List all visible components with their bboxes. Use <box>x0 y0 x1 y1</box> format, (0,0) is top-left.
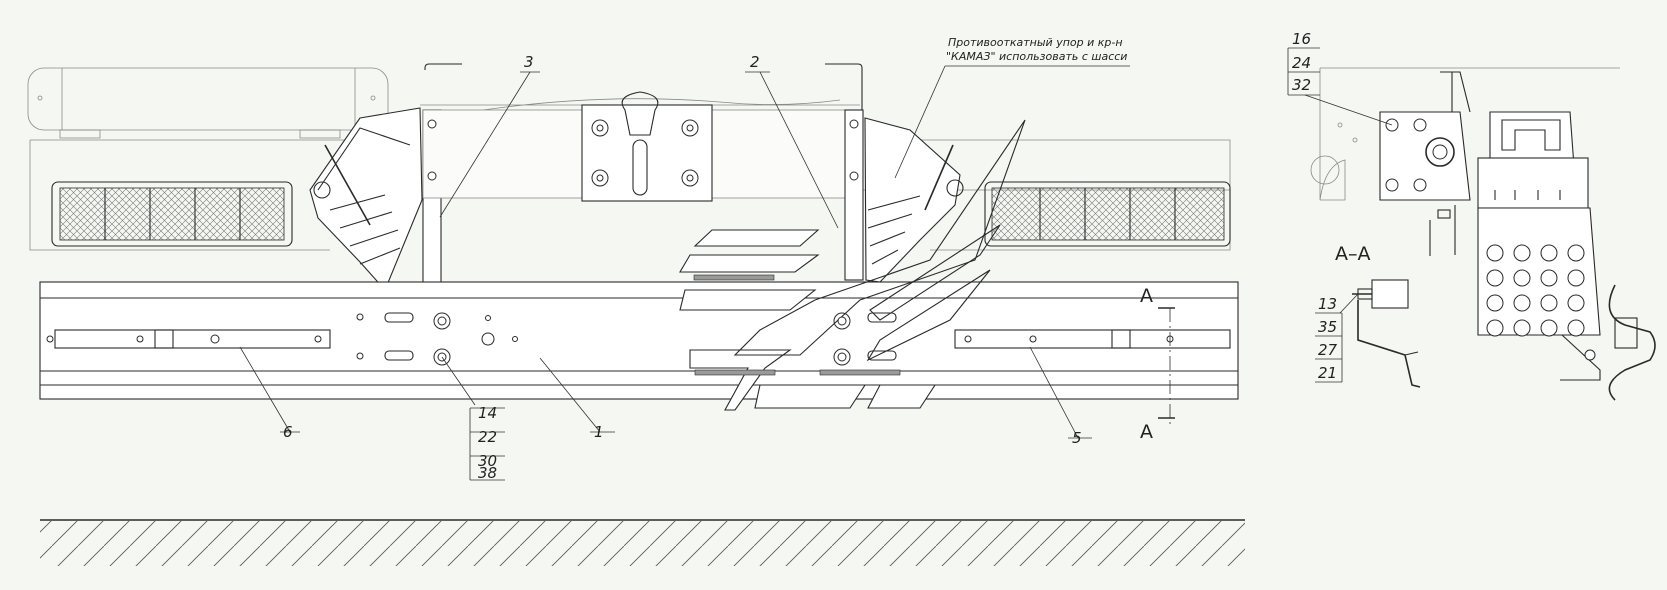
callout-6: 6 <box>283 423 293 441</box>
callout-32: 32 <box>1292 76 1311 94</box>
side-view <box>1310 67 1656 401</box>
callout-24: 24 <box>1292 54 1311 72</box>
callout-30: 30 <box>478 452 497 470</box>
callout-38-visible: 38 <box>478 464 497 482</box>
section-cut-marker: А А <box>1140 285 1175 443</box>
mount-bracket-right <box>825 63 864 281</box>
callout-13: 13 <box>1318 295 1337 313</box>
callout-leaders <box>239 65 1130 439</box>
callout-stack-section: 13 35 27 21 <box>1315 293 1359 383</box>
callout-22: 22 <box>478 428 497 446</box>
right-radiator-grille <box>984 181 1231 247</box>
note-line-1: Противооткатный упор и кр-н <box>948 36 1123 49</box>
section-marker-top: А <box>1140 285 1153 307</box>
callout-35: 35 <box>1318 318 1337 336</box>
callout-21: 21 <box>1318 364 1337 382</box>
mount-bracket-left <box>422 63 864 371</box>
callout-1: 1 <box>594 423 604 441</box>
section-title: А–А <box>1335 243 1371 265</box>
ground-line <box>40 519 1245 566</box>
left-radiator-grille <box>51 181 293 247</box>
zigzag-decal <box>679 119 1026 411</box>
callout-stack-main: 14 22 30 38 <box>469 404 505 481</box>
callout-5: 5 <box>1072 429 1082 447</box>
section-view-a-a: А–А <box>1335 243 1421 388</box>
frame-rail <box>39 281 1239 400</box>
callout-27: 27 <box>1318 341 1338 359</box>
section-marker-bottom: А <box>1140 421 1153 443</box>
callout-3: 3 <box>524 53 534 71</box>
callout-16: 16 <box>1292 30 1311 48</box>
callout-stack-side: 16 24 32 <box>1287 30 1393 126</box>
left-wheel-chock <box>309 107 423 292</box>
callout-14: 14 <box>478 404 497 422</box>
note-line-2: "КАМАЗ" использовать с шасси <box>946 50 1127 63</box>
callout-2: 2 <box>750 53 760 71</box>
right-wheel-chock <box>864 117 964 283</box>
